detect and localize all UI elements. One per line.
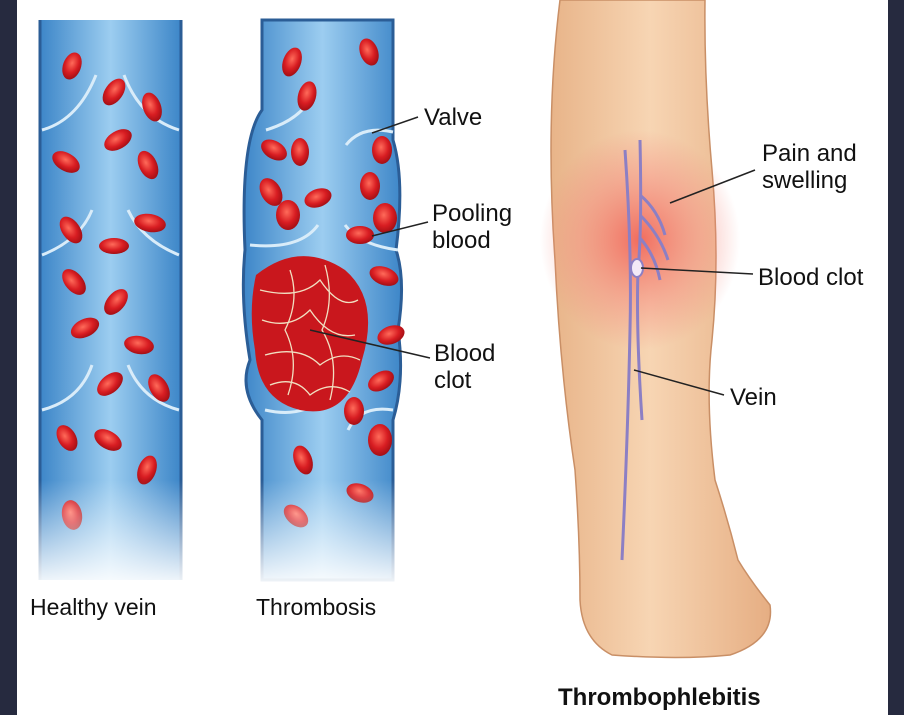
pooling-blood-label: Pooling blood <box>432 200 512 254</box>
blood-clot-vein-label: Blood clot <box>434 340 495 394</box>
thrombophlebitis-caption: Thrombophlebitis <box>558 684 761 711</box>
leg <box>540 0 771 658</box>
thrombosis-caption: Thrombosis <box>256 594 376 621</box>
pain-swelling-label: Pain and swelling <box>762 140 857 194</box>
vein-label: Vein <box>730 384 777 411</box>
thrombosis-clot <box>252 256 368 411</box>
thrombosis-vein <box>240 20 410 590</box>
valve-label: Valve <box>424 104 482 131</box>
healthy-vein <box>36 20 186 590</box>
healthy-vein-caption: Healthy vein <box>30 594 157 621</box>
blood-clot-leg-label: Blood clot <box>758 264 863 291</box>
